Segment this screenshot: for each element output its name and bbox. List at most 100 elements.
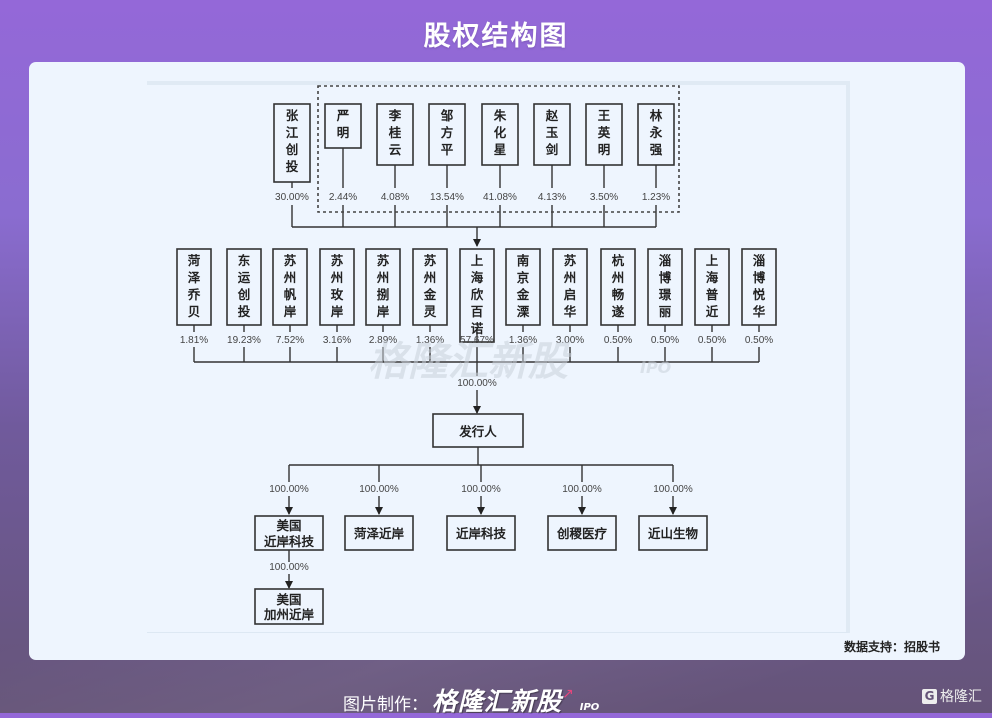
holding-percent: 0.50% [651,335,679,346]
shareholder-box [533,103,571,166]
shareholder-name-char: 创 [285,142,299,157]
shareholder-name-char: 贝 [188,304,201,319]
brand-logo: 格隆汇新股 [432,687,563,716]
shareholder-name-char: 苏 [424,253,437,268]
shareholder-name-char: 上 [471,253,484,268]
shareholder-name-char: 州 [563,270,577,285]
shareholder-name-char: 创 [237,287,251,302]
shareholder-name-char: 启 [564,287,577,302]
issuer-percent: 100.00% [457,378,497,389]
shareholder-name-char: 灵 [424,304,437,319]
shareholder-name-char: 乔 [187,287,201,302]
arrow-head [477,507,485,515]
subsidiary-percent: 100.00% [562,484,602,495]
shareholder-name-char: 李 [388,108,402,123]
shareholder-name-char: 运 [238,270,251,285]
subsidiary-percent: 100.00% [461,484,501,495]
shareholder-name-char: 剑 [545,142,559,157]
watermark: 格隆汇新股 IPO [368,339,672,385]
shareholder-name-char: 赵 [545,108,559,123]
shareholder-name-char: 岸 [331,304,344,319]
subsidiary-percent: 100.00% [269,484,309,495]
trend-arrow-icon: ↗ [562,686,574,702]
issuer-box [432,413,524,448]
shareholder-box [505,248,541,326]
shareholder-name-char: 岸 [377,304,390,319]
holding-percent: 4.08% [381,192,409,203]
subsidiary-percent: 100.00% [359,484,399,495]
shareholder-box [365,248,401,326]
shareholder-box [319,248,355,326]
shareholder-name-char: 近 [706,304,719,319]
footer-logo: G 格隆汇 [922,686,982,706]
shareholder-box [637,103,675,166]
arrow-head [285,581,293,589]
shareholder-name-char: 方 [441,125,454,140]
holding-percent: 1.81% [180,335,208,346]
shareholder-name-char: 南 [517,253,530,268]
shareholder-name-char: 欣 [471,287,484,302]
shareholder-box [324,103,362,149]
connector-lines [193,148,760,589]
shareholder-name-char: 桂 [388,125,402,140]
holding-percent: 0.50% [745,335,773,346]
holding-percent: 19.23% [227,335,261,346]
shareholder-box [694,248,730,326]
shareholder-name-char: 菏 [188,253,201,268]
shareholder-name-char: 普 [706,287,719,302]
shareholder-name-char: 州 [330,270,344,285]
shareholder-name-char: 华 [753,304,766,319]
shareholder-name-char: 璟 [659,287,672,302]
shareholder-name-char: 淄 [659,253,672,268]
shareholder-name-char: 平 [441,142,454,157]
subsidiary-box [344,515,414,551]
issuer-name: 发行人 [458,424,497,439]
sub-subsidiary-name: 加州近岸 [263,607,315,622]
subsidiary-percent: 100.00% [653,484,693,495]
subsidiary-name: 美国 [276,518,301,533]
shareholder-name-char: 丽 [659,304,672,319]
shareholder-name-char: 张 [286,108,299,123]
holding-percent: 3.00% [556,335,584,346]
shareholder-box [428,103,466,166]
shareholder-name-char: 京 [517,270,530,285]
subsidiary-name: 近岸科技 [456,526,507,541]
holding-percent: 2.44% [329,192,357,203]
holding-percent: 7.52% [276,335,304,346]
watermark-ipo: IPO [640,358,672,377]
subsidiary-name: 菏泽近岸 [354,526,405,541]
shareholder-box [272,248,308,326]
holding-percent: 57.67% [460,335,494,346]
shareholder-name-char: 王 [598,108,611,123]
shareholder-name-char: 上 [706,253,719,268]
arrow-head [375,507,383,515]
holding-percent: 0.50% [604,335,632,346]
shareholder-name-char: 强 [650,142,663,157]
shareholder-box [481,103,519,166]
shareholder-name-char: 州 [283,270,297,285]
shareholder-name-char: 海 [706,270,719,285]
shareholder-name-char: 苏 [564,253,577,268]
shareholder-name-char: 杭 [612,253,625,268]
shareholder-name-char: 明 [598,142,611,157]
subsidiary-box [638,515,708,551]
shareholder-box [376,103,414,166]
holding-percent: 1.23% [642,192,670,203]
shareholder-name-char: 百 [471,304,484,319]
shareholder-name-char: 星 [494,142,507,157]
shareholder-name-char: 博 [753,270,766,285]
shareholder-name-char: 帆 [284,287,297,302]
concert-group-dashed-box [317,85,680,213]
arrow-head [473,239,481,247]
shareholder-box [647,248,683,326]
holding-percent: 1.36% [416,335,444,346]
shareholder-box [176,248,212,326]
holding-percent: 0.50% [698,335,726,346]
watermark-text: 格隆汇新股 [368,339,572,385]
shareholder-name-char: 云 [389,142,402,157]
shareholder-name-char: 州 [423,270,437,285]
shareholder-name-char: 苏 [331,253,344,268]
sub-subsidiary-name: 美国 [276,592,301,607]
shareholder-box [459,248,495,343]
